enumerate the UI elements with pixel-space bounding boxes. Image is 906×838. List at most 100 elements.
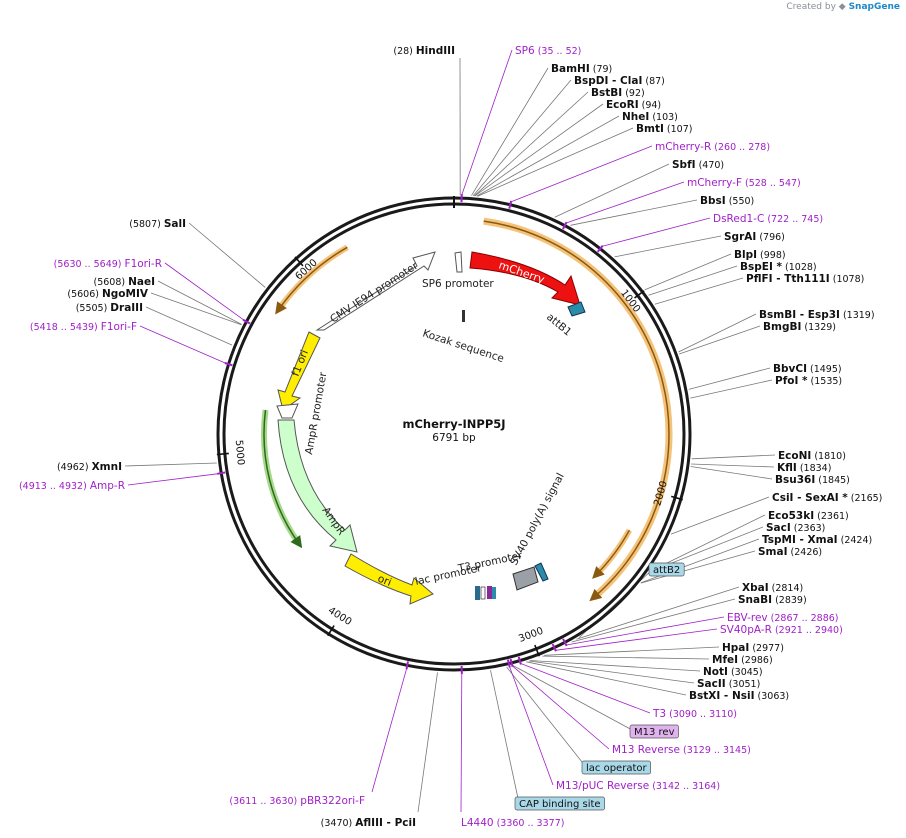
enzyme-label[interactable]: BstXI - NsiI (3063) (689, 690, 789, 702)
primer-label-part: (3360 .. 3377) (494, 818, 565, 829)
enzyme-label[interactable]: (5608) NaeI (93, 276, 155, 288)
enzyme-label[interactable]: HpaI (2977) (722, 642, 784, 654)
enzyme-label[interactable]: EcoNI (1810) (778, 450, 846, 462)
enzyme-label[interactable]: (5505) DraIII (76, 302, 143, 314)
primer-label[interactable]: mCherry-R (260 .. 278) (655, 141, 770, 153)
feature-box-cap[interactable]: CAP binding site (514, 796, 605, 811)
enzyme-label-part: (107) (664, 124, 693, 135)
enzyme-label[interactable]: BbvCI (1495) (773, 363, 842, 375)
leader-line (417, 672, 438, 813)
leader-line (490, 670, 520, 804)
ampr-arrow[interactable] (277, 419, 358, 553)
enzyme-label[interactable]: Bsu36I (1845) (775, 474, 850, 486)
enzyme-label[interactable]: Eco53kI (2361) (768, 510, 849, 522)
enzyme-label-part: (28) (393, 46, 416, 57)
enzyme-label-part: (87) (642, 76, 665, 87)
enzyme-label[interactable]: (4962) XmnI (57, 461, 122, 473)
primer-label-part: mCherry-R (655, 141, 711, 153)
primer-label[interactable]: DsRed1-C (722 .. 745) (713, 213, 823, 225)
enzyme-label[interactable]: TspMI - XmaI (2424) (762, 534, 872, 546)
enzyme-label[interactable]: BsmBI - Esp3I (1319) (759, 309, 875, 321)
enzyme-label[interactable]: (5807) SalI (129, 218, 186, 230)
primer-label[interactable]: M13 Reverse (3129 .. 3145) (612, 744, 751, 756)
enzyme-label[interactable]: (28) HindIII (393, 45, 455, 57)
enzyme-label-part: (1845) (815, 475, 850, 486)
enzyme-label[interactable]: EcoRI (94) (606, 99, 661, 111)
enzyme-label[interactable]: (5606) NgoMIV (67, 288, 148, 300)
primer-label-part: (2867 .. 2886) (768, 613, 839, 624)
primer-label[interactable]: SP6 (35 .. 52) (515, 45, 581, 57)
leader-line (678, 313, 757, 353)
leader-line (127, 473, 219, 486)
leader-line (157, 280, 242, 325)
primer-label[interactable]: (3611 .. 3630) pBR322ori-F (229, 795, 365, 807)
ori-arrow[interactable] (344, 553, 434, 605)
feature-box-attB2[interactable]: attB2 (648, 562, 685, 577)
primer-label[interactable]: (4913 .. 4932) Amp-R (19, 480, 125, 492)
enzyme-label[interactable]: SacII (3051) (697, 678, 760, 690)
enzyme-label-part: (796) (756, 232, 785, 243)
sv40-polya-label: SV40 poly(A) signal (508, 471, 567, 567)
enzyme-label-part: BbsI (700, 195, 726, 207)
primer-label-part: (2921 .. 2940) (772, 625, 843, 636)
feature-box-lacop[interactable]: lac operator (581, 760, 651, 775)
enzyme-label-part: CsiI - SexAI * (772, 492, 848, 504)
enzyme-label-part: Eco53kI (768, 510, 814, 522)
enzyme-label[interactable]: PflFI - Tth111I (1078) (746, 273, 864, 285)
enzyme-label[interactable]: XbaI (2814) (742, 582, 803, 594)
orf-arrow-mcherry-inpp5j (483, 220, 670, 602)
enzyme-label[interactable]: (3470) AflIII - PciI (321, 817, 416, 829)
primer-label[interactable]: (5418 .. 5439) F1ori-F (30, 321, 137, 333)
enzyme-label[interactable]: BstBI (92) (591, 87, 645, 99)
enzyme-label[interactable]: NheI (103) (622, 111, 678, 123)
primer-label[interactable]: SV40pA-R (2921 .. 2940) (720, 624, 843, 636)
primer-label[interactable]: M13/pUC Reverse (3142 .. 3164) (556, 780, 720, 792)
enzyme-label[interactable]: MfeI (2986) (712, 654, 773, 666)
primer-label[interactable]: T3 (3090 .. 3110) (652, 708, 737, 720)
credit-prefix: Created by (786, 2, 836, 12)
enzyme-label-part: BspDI - ClaI (574, 75, 642, 87)
enzyme-label[interactable]: KflI (1834) (777, 462, 831, 474)
leader-line (139, 325, 226, 364)
enzyme-label[interactable]: BlpI (998) (734, 249, 786, 261)
leader-lines (124, 57, 776, 813)
primer-label-part: (528 .. 547) (742, 178, 801, 189)
primer-label[interactable]: (5630 .. 5649) F1ori-R (54, 258, 162, 270)
leader-line (164, 262, 245, 321)
enzyme-label[interactable]: BmgBI (1329) (763, 321, 836, 333)
leader-line (474, 103, 604, 197)
mcherry-label: mCherry (497, 259, 547, 287)
enzyme-label-part: (1078) (830, 274, 865, 285)
feature-box-m13rev[interactable]: M13 rev (629, 724, 679, 739)
cmv-promoter-arrow[interactable] (315, 251, 436, 331)
tick-mark (670, 495, 683, 501)
leader-line (461, 49, 513, 196)
primer-label-part: T3 (652, 708, 666, 720)
enzyme-label[interactable]: SnaBI (2839) (738, 594, 807, 606)
enzyme-label[interactable]: BbsI (550) (700, 195, 754, 207)
m13-rev-mark (487, 586, 492, 599)
enzyme-label[interactable]: SmaI (2426) (758, 546, 822, 558)
enzyme-label[interactable]: SbfI (470) (672, 159, 724, 171)
enzyme-label[interactable]: BspEI * (1028) (740, 261, 817, 273)
primer-label[interactable]: mCherry-F (528 .. 547) (687, 177, 801, 189)
enzyme-label[interactable]: SgrAI (796) (724, 231, 785, 243)
enzyme-label-part: EcoNI (778, 450, 811, 462)
enzyme-label[interactable]: BamHI (79) (551, 63, 612, 75)
enzyme-label[interactable]: BmtI (107) (636, 123, 692, 135)
enzyme-label[interactable]: CsiI - SexAI * (2165) (772, 492, 882, 504)
enzyme-label[interactable]: NotI (3045) (703, 666, 763, 678)
f1-ori-arrow[interactable] (277, 331, 321, 411)
primer-label[interactable]: L4440 (3360 .. 3377) (461, 817, 564, 829)
enzyme-label-part: SacI (766, 522, 791, 534)
enzyme-label-part: BmtI (636, 123, 664, 135)
enzyme-label[interactable]: PfoI * (1535) (775, 375, 842, 387)
tick-mark (534, 644, 540, 657)
enzyme-label[interactable]: SacI (2363) (766, 522, 825, 534)
enzyme-label-part: SbfI (672, 159, 696, 171)
enzyme-label-part: HindIII (416, 45, 455, 57)
enzyme-label-part: (5505) (76, 303, 111, 314)
primer-label[interactable]: EBV-rev (2867 .. 2886) (727, 612, 839, 624)
enzyme-label[interactable]: BspDI - ClaI (87) (574, 75, 665, 87)
